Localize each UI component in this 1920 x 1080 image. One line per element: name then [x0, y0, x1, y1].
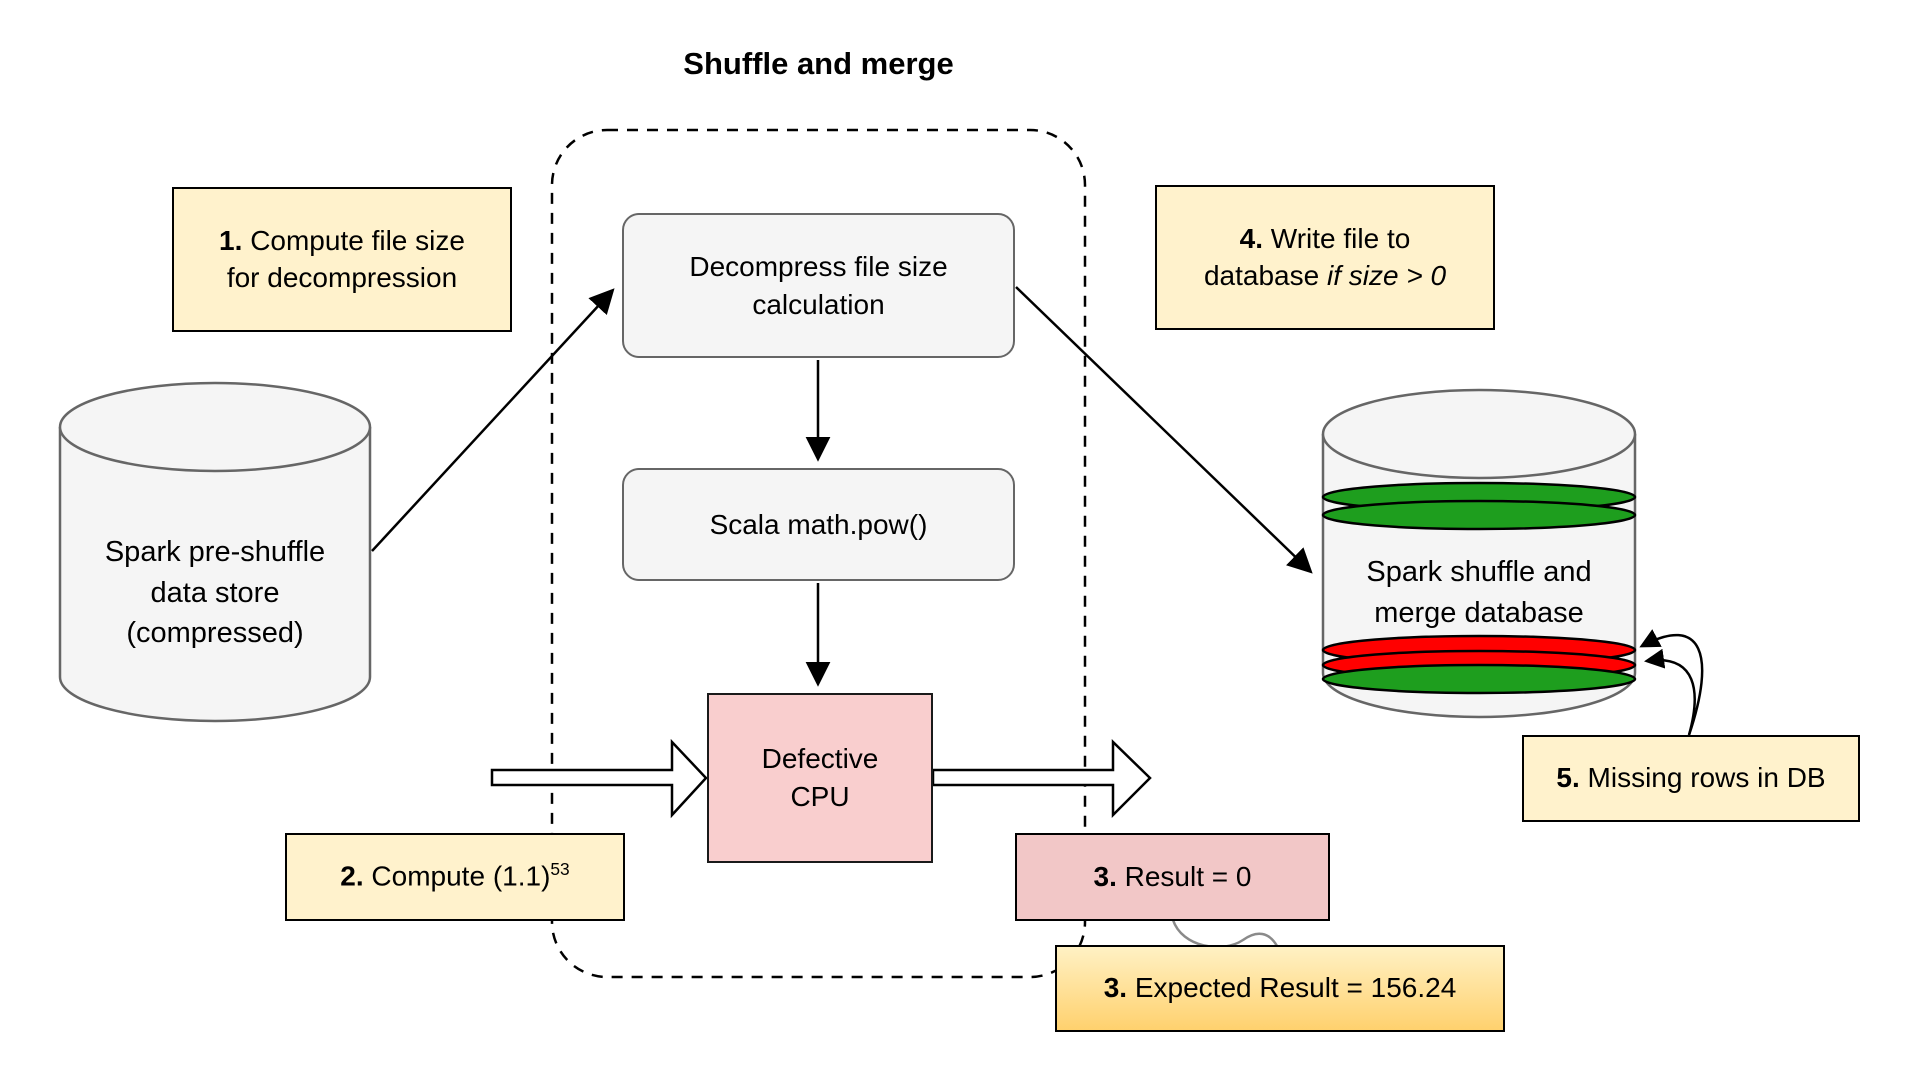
- scala-math-pow-label: Scala math.pow(): [709, 508, 928, 540]
- defective-cpu-box: Defective CPU: [707, 693, 933, 863]
- shuffle-merge-boundary: [550, 128, 1087, 979]
- connector-result-to-expected: [1171, 919, 1279, 949]
- arrow-decompress-to-target-db: [1015, 286, 1313, 574]
- hollow-arrow-out-of-cpu: [931, 739, 1152, 819]
- source-database-cylinder: [58, 381, 372, 723]
- hollow-arrow-into-cpu: [490, 738, 708, 819]
- note-1-compute-file-size: 1. Compute file size for decompression: [172, 187, 512, 332]
- arrow-note5-to-red-disk-2: [1644, 648, 1696, 736]
- decompress-file-size-label: Decompress file size calculation: [689, 250, 948, 320]
- arrow-note5-to-red-disk-1: [1639, 629, 1704, 736]
- arrow-source-to-decompress: [371, 288, 615, 552]
- source-database-label: Spark pre-shuffle data store (compressed…: [104, 536, 326, 650]
- note-2-compute-power: 2. Compute (1.1)53: [285, 833, 625, 921]
- target-database-cylinder: [1321, 388, 1637, 719]
- decompress-file-size-box: Decompress file size calculation: [622, 213, 1015, 358]
- green-disk-top-2: [1321, 499, 1637, 531]
- note-3-expected-result: 3. Expected Result = 156.24: [1055, 945, 1505, 1032]
- scala-math-pow-box: Scala math.pow(): [622, 468, 1015, 581]
- defective-cpu-label: Defective CPU: [761, 743, 879, 812]
- diagram-title: Shuffle and merge: [683, 46, 954, 81]
- target-database-label: Spark shuffle and merge database: [1366, 556, 1592, 629]
- note-4-write-file: 4. Write file to database if size > 0: [1155, 185, 1495, 330]
- note-5-missing-rows: 5. Missing rows in DB: [1522, 735, 1860, 822]
- green-disk-bottom: [1321, 663, 1637, 695]
- note-3-result: 3. Result = 0: [1015, 833, 1330, 921]
